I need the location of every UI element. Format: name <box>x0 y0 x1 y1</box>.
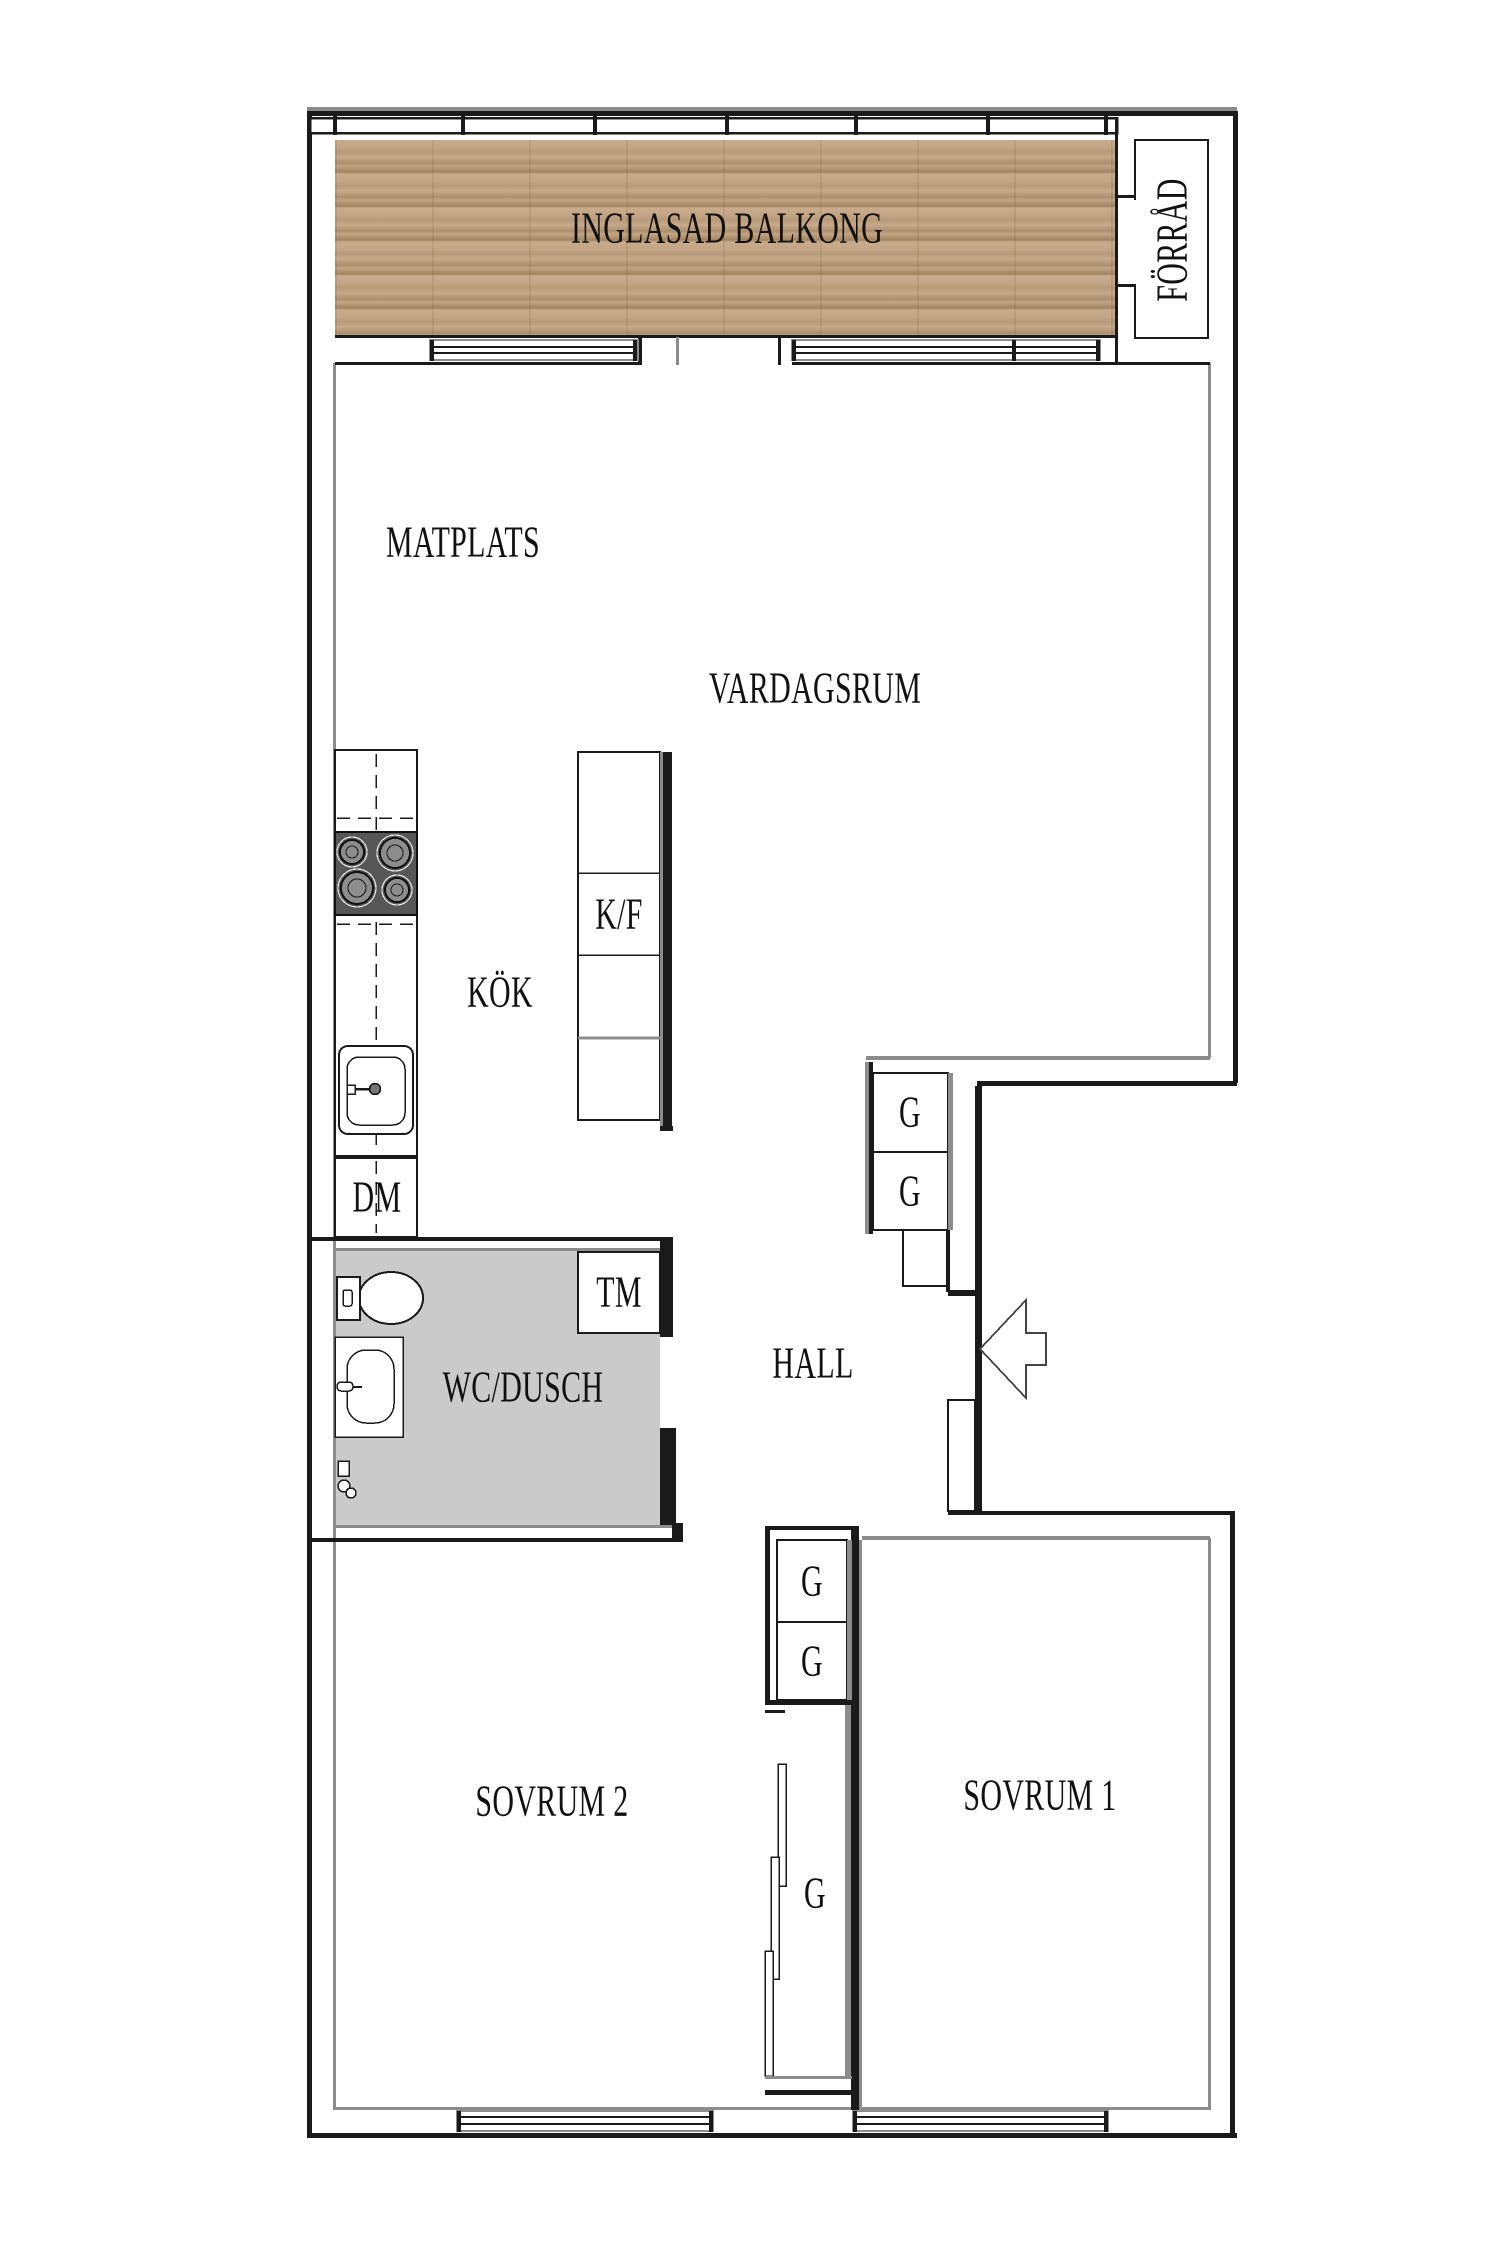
bedroom2-sliding-wardrobe <box>764 1710 858 2095</box>
fridge-freezer-cabinet <box>577 751 661 1121</box>
floor-drain-icon <box>337 1460 357 1499</box>
wardrobe-label: G <box>801 1556 823 1606</box>
toilet-icon <box>336 1271 424 1325</box>
window-bedroom2 <box>456 2110 714 2132</box>
wardrobe-label: G <box>899 1166 921 1216</box>
fixture-label-fridge-freezer: K/F <box>595 889 643 939</box>
balcony-wood-deck <box>335 140 1118 336</box>
wardrobe-label: G <box>899 1087 921 1137</box>
wardrobe-label: G <box>801 1636 823 1686</box>
hall-wardrobes <box>865 1062 975 1296</box>
room-label-kitchen: KÖK <box>467 967 533 1017</box>
balcony-glazing-band <box>308 115 1119 135</box>
bathroom-walls <box>310 1237 683 1542</box>
hall-lower-wardrobes <box>765 1526 858 1705</box>
entrance-door <box>947 1297 1047 1512</box>
exterior-walls <box>307 107 1238 2138</box>
room-label-bedroom2: SOVRUM 2 <box>475 1776 629 1826</box>
fixture-label-dishwasher: DM <box>352 1172 402 1222</box>
room-label-living: VARDAGSRUM <box>708 663 922 713</box>
washing-machine-box <box>577 1251 661 1334</box>
dishwasher-box <box>334 1155 418 1238</box>
room-label-balcony: INGLASAD BALKONG <box>570 203 884 253</box>
balcony-interior-wall <box>335 335 1210 365</box>
bedroom-divider-wall <box>845 1526 862 2110</box>
wardrobe-label: G <box>804 1868 826 1918</box>
stove-icon <box>334 831 418 916</box>
room-label-hall: HALL <box>772 1338 854 1388</box>
window-living <box>791 339 1101 361</box>
room-label-bathroom: WC/DUSCH <box>442 1362 604 1412</box>
washbasin-icon <box>334 1336 404 1438</box>
window-bedroom1 <box>852 2110 1109 2132</box>
room-label-dining: MATPLATS <box>385 517 541 567</box>
room-label-storage: FÖRRÅD <box>1147 178 1197 302</box>
storage-room <box>1100 118 1210 365</box>
kitchen-sink-icon <box>338 1045 414 1135</box>
window-dining <box>429 339 639 361</box>
fixture-label-washing-machine: TM <box>596 1267 642 1317</box>
entrance-arrow-icon <box>978 1297 1047 1401</box>
kitchen-partition-wall <box>660 752 673 1131</box>
room-label-bedroom1: SOVRUM 1 <box>963 1770 1117 1820</box>
